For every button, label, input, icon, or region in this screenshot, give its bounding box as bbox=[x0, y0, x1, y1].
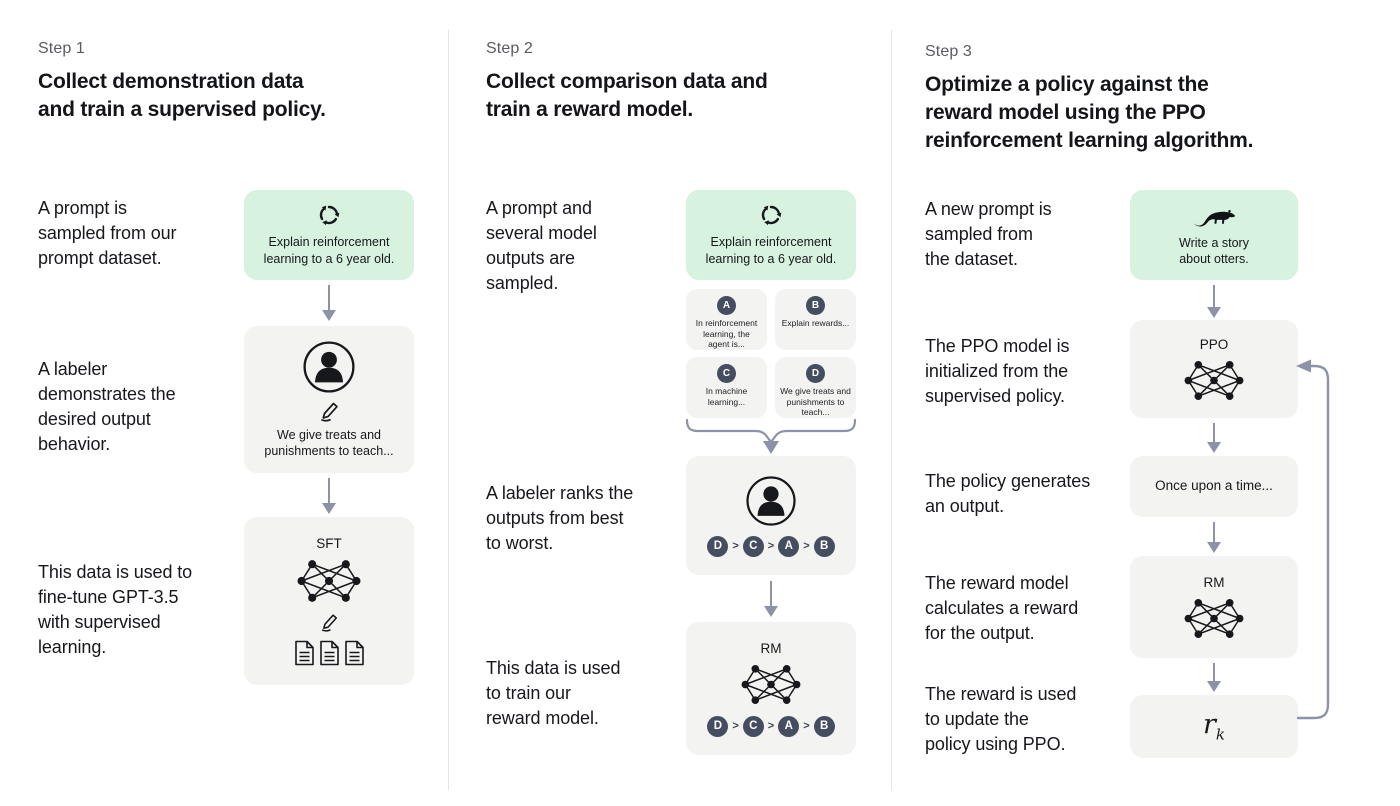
step3-caption-update: The reward is used to update the policy … bbox=[925, 684, 1077, 754]
rank-badge: C bbox=[742, 715, 764, 737]
step3-caption-output: The policy generates an output. bbox=[925, 471, 1091, 516]
person-icon bbox=[302, 340, 356, 394]
rank-separator: > bbox=[803, 720, 810, 732]
step2-labeler-box: D > C > A > B bbox=[686, 456, 856, 575]
arrow-down-icon bbox=[763, 581, 779, 617]
rank-badge: D bbox=[707, 715, 729, 737]
step2-title: Collect comparison data and train a rewa… bbox=[486, 70, 768, 121]
step2-prompt-text: Explain reinforcement learning to a 6 ye… bbox=[705, 235, 837, 266]
output-box-a: A In reinforcement learning, the agent i… bbox=[686, 289, 767, 350]
step1-caption-finetune: This data is used to fine-tune GPT-3.5 w… bbox=[38, 562, 193, 657]
step3-rm-box: RM bbox=[1130, 556, 1298, 658]
ranking-row: D > C > A > B bbox=[707, 535, 835, 557]
step3-prompt-box: Write a story about otters. bbox=[1130, 190, 1298, 280]
step3-caption-init: The PPO model is initialized from the su… bbox=[925, 336, 1070, 406]
step3-output-box: Once upon a time... bbox=[1130, 456, 1298, 517]
arrow-down-icon bbox=[321, 285, 337, 321]
person-icon bbox=[745, 475, 797, 527]
documents-icon bbox=[294, 640, 365, 666]
step1-sft-box: SFT bbox=[244, 517, 414, 685]
arrow-down-icon bbox=[321, 478, 337, 514]
output-text-a: In reinforcement learning, the agent is.… bbox=[695, 318, 758, 349]
output-text-c: In machine learning... bbox=[705, 386, 748, 407]
otter-icon bbox=[1191, 203, 1237, 228]
ppo-label: PPO bbox=[1199, 336, 1229, 352]
step1-caption-labeler: A labeler demonstrates the desired outpu… bbox=[38, 359, 176, 454]
pencil-icon bbox=[319, 612, 339, 632]
output-badge-c: C bbox=[717, 364, 736, 383]
rank-badge: C bbox=[742, 535, 764, 557]
rank-badge: D bbox=[707, 535, 729, 557]
arrow-down-icon bbox=[1206, 285, 1222, 318]
step3-caption-prompt: A new prompt is sampled from the dataset… bbox=[925, 199, 1052, 269]
cycle-icon bbox=[759, 203, 783, 227]
step2-prompt-box: Explain reinforcement learning to a 6 ye… bbox=[686, 190, 856, 280]
arrow-down-icon bbox=[1206, 423, 1222, 453]
rank-badge: B bbox=[813, 535, 835, 557]
step1-prompt-text: Explain reinforcement learning to a 6 ye… bbox=[263, 235, 395, 266]
step1-demo-text: We give treats and punishments to teach.… bbox=[264, 427, 394, 459]
rank-badge: A bbox=[778, 535, 800, 557]
step3-title: Optimize a policy against the reward mod… bbox=[925, 73, 1254, 152]
step2-label: Step 2 bbox=[486, 40, 533, 57]
rank-separator: > bbox=[767, 720, 775, 732]
rank-separator: > bbox=[767, 540, 775, 552]
rank-badge: B bbox=[813, 715, 835, 737]
step1-title: Collect demonstration data and train a s… bbox=[38, 70, 326, 121]
step3-ppo-box: PPO bbox=[1130, 320, 1298, 418]
rank-separator: > bbox=[732, 720, 739, 732]
arrow-down-icon bbox=[1206, 663, 1222, 692]
column-divider-1 bbox=[448, 30, 449, 790]
output-box-c: C In machine learning... bbox=[686, 357, 767, 418]
ranking-row: D > C > A > B bbox=[707, 715, 835, 737]
step1-caption-prompt: A prompt is sampled from our prompt data… bbox=[38, 198, 177, 268]
rank-separator: > bbox=[732, 540, 739, 552]
step2-caption-rank: A labeler ranks the outputs from best to… bbox=[486, 483, 634, 553]
output-badge-b: B bbox=[806, 296, 825, 315]
step3-output-text: Once upon a time... bbox=[1155, 478, 1273, 494]
step2-caption-prompt: A prompt and several model outputs are s… bbox=[486, 198, 597, 293]
output-badge-d: D bbox=[806, 364, 825, 383]
output-text-b: Explain rewards... bbox=[781, 318, 850, 328]
output-box-b: B Explain rewards... bbox=[775, 289, 856, 350]
output-badge-a: A bbox=[717, 296, 736, 315]
step3-label: Step 3 bbox=[925, 43, 972, 60]
output-box-d: D We give treats and punishments to teac… bbox=[775, 357, 856, 418]
step3-reward-box: rk bbox=[1130, 695, 1298, 758]
step2-caption-train: This data is used to train our reward mo… bbox=[486, 658, 621, 728]
brace-merge-arrow-icon bbox=[685, 417, 857, 455]
step2-rm-box: RM D > C > A > B bbox=[686, 622, 856, 755]
neural-network-icon bbox=[741, 663, 801, 706]
feedback-loop-arrow-icon bbox=[1294, 356, 1336, 726]
rank-separator: > bbox=[803, 540, 810, 552]
rank-badge: A bbox=[778, 715, 800, 737]
column-divider-2 bbox=[891, 30, 892, 790]
neural-network-icon bbox=[1184, 597, 1244, 640]
reward-symbol: rk bbox=[1202, 709, 1225, 744]
step1-labeler-box: We give treats and punishments to teach.… bbox=[244, 326, 414, 473]
arrow-down-icon bbox=[1206, 522, 1222, 553]
rm-label: RM bbox=[1203, 574, 1225, 590]
pencil-icon bbox=[318, 400, 340, 422]
step3-caption-reward: The reward model calculates a reward for… bbox=[925, 573, 1079, 643]
step1-prompt-box: Explain reinforcement learning to a 6 ye… bbox=[244, 190, 414, 280]
step1-label: Step 1 bbox=[38, 40, 85, 57]
sft-label: SFT bbox=[316, 536, 342, 551]
neural-network-icon bbox=[297, 558, 361, 604]
cycle-icon bbox=[317, 203, 341, 227]
step3-prompt-text: Write a story about otters. bbox=[1179, 235, 1249, 267]
rm-label: RM bbox=[760, 640, 782, 656]
output-text-d: We give treats and punishments to teach.… bbox=[780, 386, 851, 417]
neural-network-icon bbox=[1184, 359, 1244, 402]
